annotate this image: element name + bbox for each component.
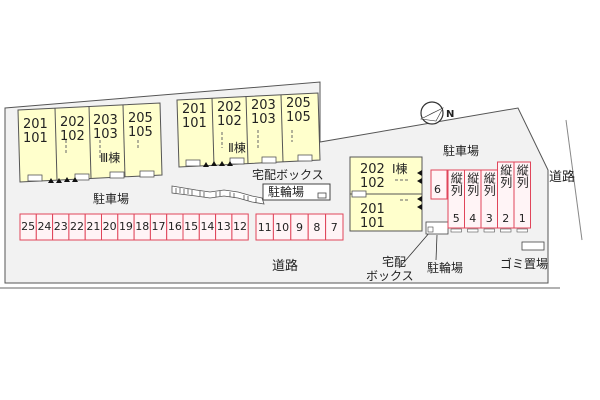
parking-space-number: 13 (217, 220, 231, 233)
parking-space-type: 縦列 (482, 172, 496, 196)
unit-102: 102 (360, 176, 385, 191)
unit-102: 102 (60, 129, 85, 144)
parking-space-number: 24 (37, 220, 51, 233)
parking-space-number: 16 (168, 220, 182, 233)
unit-105: 105 (286, 110, 311, 125)
bike-parking-left (171, 185, 265, 205)
unit-201: 201 (23, 117, 48, 132)
parking-space-type: 縦列 (499, 164, 513, 188)
wheel-stop (483, 228, 495, 233)
unit-201: 201 (360, 202, 385, 217)
wheel-stop (450, 228, 462, 233)
parking-space-number: 25 (21, 220, 35, 233)
unit-203: 203 (251, 98, 276, 113)
compass-label: N (446, 109, 454, 120)
unit-205: 205 (286, 96, 311, 111)
unit-101: 101 (23, 131, 48, 146)
parking-space-number: 17 (152, 220, 166, 233)
unit-101: 101 (360, 216, 385, 231)
building-1-label: Ⅰ棟 (392, 161, 408, 176)
parking-space-type: 縦列 (515, 164, 529, 188)
parking-space-number: 7 (331, 221, 338, 234)
unit-102: 102 (217, 114, 242, 129)
unit-201: 201 (182, 102, 207, 117)
parking-space-number: 3 (486, 212, 493, 225)
parking-space-number: 5 (453, 212, 460, 225)
building-2: 201 101 202 102 203 103 205 105 Ⅱ棟 (176, 92, 321, 168)
parking-space-number: 19 (119, 220, 133, 233)
parking-space-number: 20 (103, 220, 117, 233)
parking-space-number: 6 (434, 183, 441, 196)
building-2-label: Ⅱ棟 (228, 140, 246, 155)
unit-205: 205 (128, 111, 153, 126)
parking-space-number: 21 (86, 220, 100, 233)
north-arrow-icon: N (419, 101, 454, 125)
parking-space-number: 23 (54, 220, 68, 233)
wheel-stop (467, 228, 479, 233)
parking-space-number: 8 (313, 221, 320, 234)
parking-space-type: 縦列 (449, 172, 463, 196)
parking-space-type: 縦列 (466, 172, 480, 196)
parking-vertical: 縦列 5 縦列 4 縦列 3 縦列 2 縦列 1 (447, 161, 531, 233)
parking-space-number: 2 (502, 212, 509, 225)
bike-parking-label-bottom: 駐輪場 (427, 260, 463, 275)
unit-203: 203 (93, 113, 118, 128)
unit-103: 103 (251, 112, 276, 127)
parking-space-number: 15 (184, 220, 198, 233)
parking-space-6: 6 (430, 169, 448, 200)
unit-202: 202 (60, 115, 85, 130)
delivery-box-label-bottom-2: ボックス (366, 269, 414, 283)
parking-space (513, 161, 531, 229)
parking-space-number: 11 (258, 221, 272, 234)
parking-space-number: 1 (519, 212, 526, 225)
wheel-stop (500, 228, 512, 233)
parking-space (231, 213, 249, 241)
delivery-box-label-bottom-1: 宅配 (382, 254, 406, 269)
road-label-right: 道路 (549, 169, 575, 185)
parking-space-number: 12 (233, 220, 247, 233)
building-1: 202 102 Ⅰ棟 201 101 (349, 156, 423, 232)
building-3: 201 101 202 102 203 103 205 105 Ⅲ棟 (17, 102, 163, 183)
parking-space-number: 9 (296, 221, 303, 234)
unit-103: 103 (93, 127, 118, 142)
parking-space-number: 4 (469, 212, 476, 225)
garbage-label: ゴミ置場 (500, 256, 548, 271)
parking-label-right: 駐車場 (443, 143, 479, 158)
unit-101: 101 (182, 116, 207, 131)
parking-label-left: 駐車場 (93, 191, 129, 206)
unit-105: 105 (128, 125, 153, 140)
parking-space-number: 10 (275, 221, 289, 234)
unit-202: 202 (217, 100, 242, 115)
parking-space (325, 213, 344, 241)
bike-parking-label-top: 駐輪場 (268, 184, 304, 199)
delivery-box-label-top: 宅配ボックス (252, 167, 324, 182)
wheel-stop (516, 228, 528, 233)
unit-202: 202 (360, 162, 385, 177)
parking-space-number: 14 (200, 220, 214, 233)
road-label-bottom: 道路 (272, 258, 298, 274)
parking-space-number: 18 (135, 220, 149, 233)
parking-space-number: 22 (70, 220, 84, 233)
building-3-label: Ⅲ棟 (100, 150, 120, 165)
right-road-edge (565, 119, 583, 241)
